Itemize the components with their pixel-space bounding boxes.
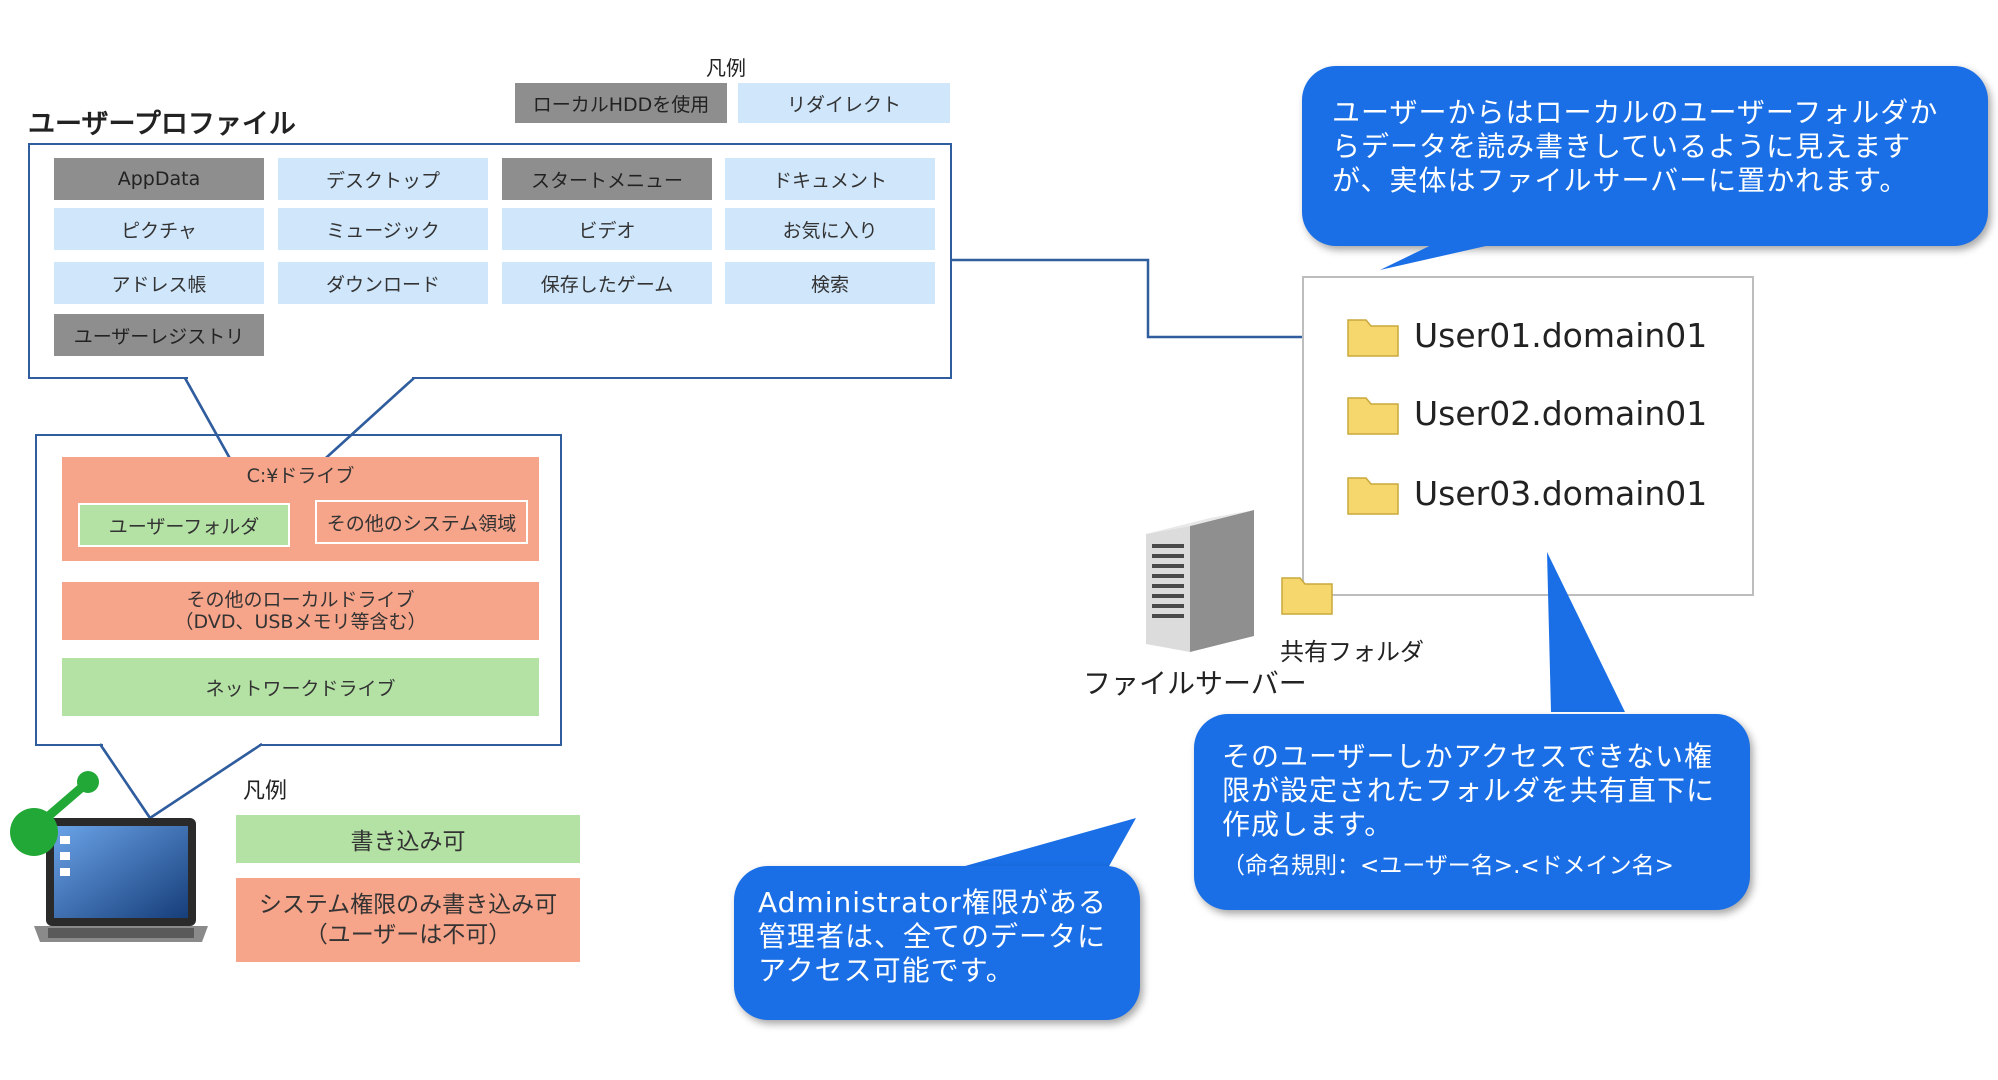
callout-admin-text: Administrator権限がある管理者は、全てのデータにアクセス可能です。 [758, 886, 1107, 987]
legend-system-only-line2: （ユーザーは不可） [304, 922, 512, 948]
callout-top-right-text: ユーザーからはローカルのユーザーフォルダからデータを読み書きしているように見えま… [1332, 96, 1939, 197]
other-local-line1: その他のローカルドライブ [186, 589, 415, 611]
profile-item: デスクトップ [278, 158, 488, 200]
profile-item: お気に入り [725, 208, 935, 250]
network-drive-block: ネットワークドライブ [62, 658, 539, 716]
redirect-arrow-line [952, 258, 1334, 339]
wedge-cover-bottom [103, 740, 259, 748]
c-drive-label: C:¥ドライブ [246, 465, 355, 487]
legend-writable: 書き込み可 [236, 815, 580, 863]
callout-bottom-right-rule: （命名規則：<ユーザー名>.<ドメイン名> [1222, 853, 1674, 879]
callout-bottom-right-text: そのユーザーしかアクセスできない権限が設定されたフォルダを共有直下に作成します。 [1222, 740, 1716, 841]
shared-folder-label: 共有フォルダ [1280, 638, 1424, 666]
user-folder-box: ユーザーフォルダ [78, 503, 290, 547]
callout-admin-tail [958, 818, 1136, 868]
profile-item: ダウンロード [278, 262, 488, 304]
laptop-icon [10, 771, 208, 942]
server-icon [1146, 510, 1254, 652]
user-profile-frame [28, 143, 952, 379]
profile-item: ビデオ [502, 208, 712, 250]
shared-folder-icon [1281, 577, 1333, 615]
folder-icon [1347, 477, 1399, 515]
legend-local-hdd: ローカルHDDを使用 [515, 83, 727, 123]
callout-admin: Administrator権限がある管理者は、全てのデータにアクセス可能です。 [734, 866, 1140, 1020]
folder-label: User02.domain01 [1414, 394, 1708, 433]
other-local-line2: （DVD、USBメモリ等含む） [174, 611, 427, 633]
user-profile-title: ユーザープロファイル [28, 109, 296, 140]
folder-icon [1347, 397, 1399, 435]
folder-label: User03.domain01 [1414, 474, 1708, 513]
profile-item: ミュージック [278, 208, 488, 250]
other-local-drive-block: その他のローカルドライブ （DVD、USBメモリ等含む） [62, 582, 539, 640]
legend-bottom-title: 凡例 [243, 779, 288, 804]
profile-item: ユーザーレジストリ [54, 314, 264, 356]
callout-bottom-right: そのユーザーしかアクセスできない権限が設定されたフォルダを共有直下に作成します。… [1194, 714, 1750, 910]
callout-bottom-right-tail [1547, 552, 1625, 712]
legend-top-title: 凡例 [706, 56, 746, 80]
profile-item: ピクチャ [54, 208, 264, 250]
legend-system-only-line1: システム権限のみ書き込み可 [258, 892, 558, 918]
profile-item: 保存したゲーム [502, 262, 712, 304]
other-system-box: その他のシステム領域 [315, 500, 528, 544]
profile-item: アドレス帳 [54, 262, 264, 304]
legend-system-only: システム権限のみ書き込み可 （ユーザーは不可） [236, 878, 580, 962]
profile-item: スタートメニュー [502, 158, 712, 200]
folder-label: User01.domain01 [1414, 316, 1708, 355]
profile-item: 検索 [725, 262, 935, 304]
callout-top-right-tail [1380, 236, 1530, 270]
legend-redirect: リダイレクト [738, 83, 950, 123]
drive-frame [35, 434, 562, 746]
file-server-label: ファイルサーバー [1083, 667, 1307, 700]
wedge-cover-top [188, 374, 412, 382]
profile-item: AppData [54, 158, 264, 200]
profile-item: ドキュメント [725, 158, 935, 200]
callout-top-right: ユーザーからはローカルのユーザーフォルダからデータを読み書きしているように見えま… [1302, 66, 1988, 246]
folder-icon [1347, 319, 1399, 357]
